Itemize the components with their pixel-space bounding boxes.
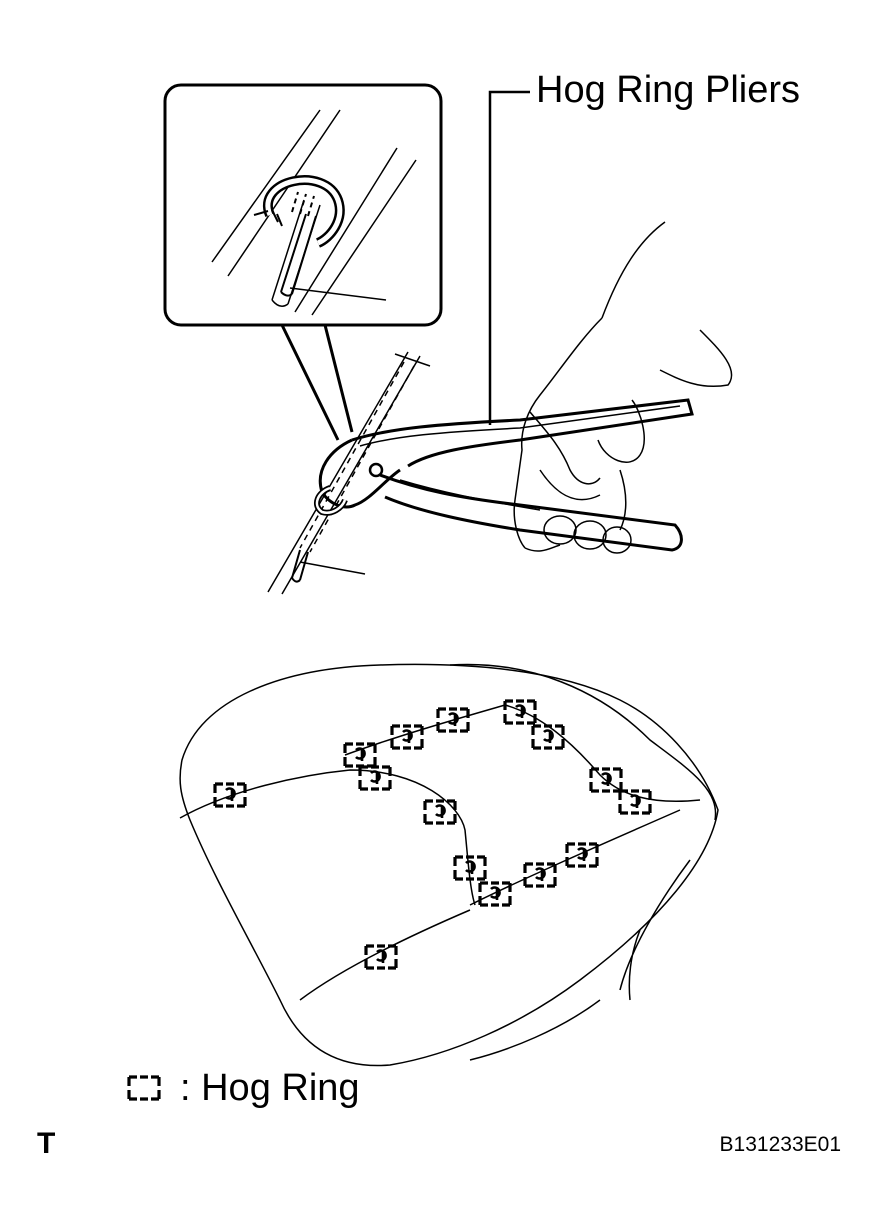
hog-ring-symbol-icon <box>127 1075 161 1101</box>
hog-ring-marker <box>213 782 247 808</box>
legend: : Hog Ring <box>114 1064 360 1112</box>
footer-mark: T <box>37 1127 56 1160</box>
hog-ring-marker <box>531 724 565 750</box>
detail-inset <box>163 83 443 327</box>
hog-ring-marker <box>618 789 652 815</box>
hog-ring-marker <box>478 881 512 907</box>
hog-ring-marker <box>503 699 537 725</box>
hog-ring-markers <box>213 699 652 970</box>
legend-label: : Hog Ring <box>180 1067 360 1109</box>
hog-ring-pliers-label: Hog Ring Pliers <box>536 69 800 111</box>
hog-ring-marker <box>343 742 377 768</box>
figure-code: B131233E01 <box>719 1133 841 1156</box>
pliers-leader-line <box>488 90 530 425</box>
inset-callout-lines <box>280 324 354 441</box>
hog-ring-pliers-illustration <box>267 221 733 595</box>
seat-cushion-illustration <box>179 663 719 1067</box>
hog-ring-marker <box>565 842 599 868</box>
